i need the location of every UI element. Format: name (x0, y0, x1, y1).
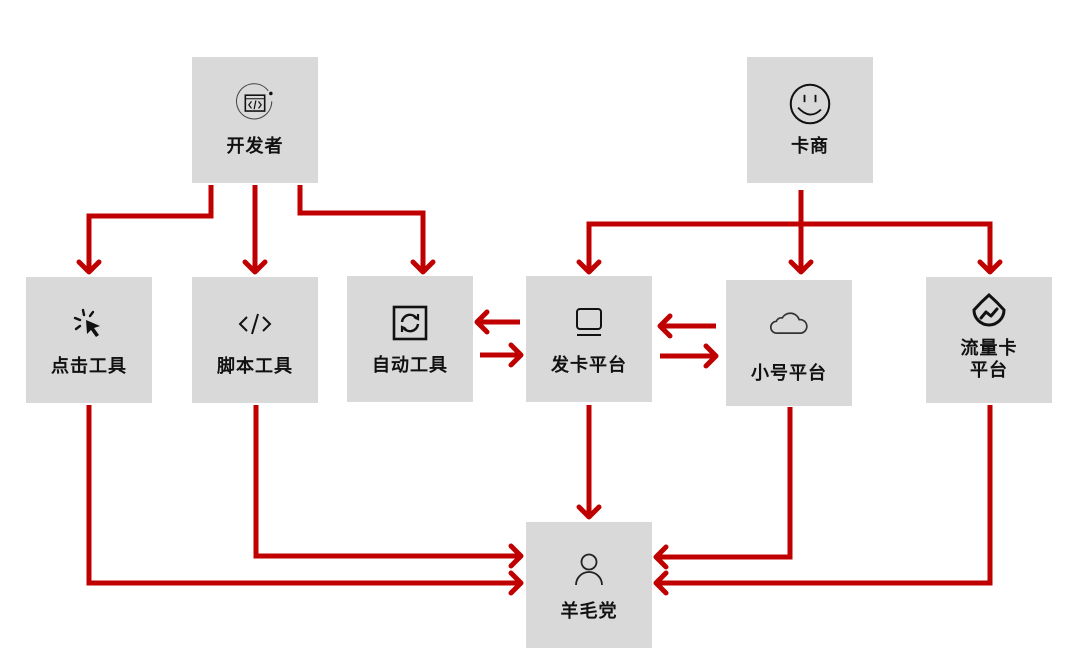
smiley-face-icon (788, 82, 832, 126)
node-label: 开发者 (226, 136, 284, 157)
node-label: 流量卡 平台 (961, 338, 1018, 382)
edge-developer-to-script-tool (242, 185, 268, 275)
node-auto-tool: 自动工具 (347, 276, 473, 402)
arrowhead-icon (576, 504, 602, 520)
arrowhead-icon (508, 570, 524, 596)
node-label: 发卡平台 (551, 355, 627, 376)
arrowhead-icon (576, 259, 602, 275)
edge-data-card-platform-to-wool-party (653, 405, 993, 596)
node-label-line: 流量卡 (960, 338, 1018, 359)
refresh-square-icon (388, 301, 432, 345)
node-developer: 开发者 (192, 57, 318, 183)
edge-developer-to-click-tool (76, 185, 214, 275)
edge-card-platform-to-wool-party (576, 405, 602, 520)
arrowhead-icon (474, 309, 490, 335)
code-brackets-icon (233, 302, 277, 346)
code-window-icon (233, 82, 277, 126)
edge-auto-tool-to-card-platform (480, 342, 524, 368)
node-card-platform: 发卡平台 (526, 276, 652, 402)
arrowhead-icon (788, 259, 814, 275)
node-label: 小号平台 (751, 363, 827, 384)
edge-line (253, 405, 521, 559)
node-script-tool: 脚本工具 (192, 277, 318, 403)
laptop-icon (567, 301, 611, 345)
node-data-card-platform: 流量卡 平台 (926, 277, 1052, 403)
node-account-platform: 小号平台 (726, 280, 852, 406)
edge-line (586, 221, 801, 272)
node-label: 点击工具 (51, 356, 127, 377)
arrowhead-icon (508, 342, 524, 368)
arrowhead-icon (703, 343, 719, 369)
user-icon (567, 547, 611, 591)
edge-merchant-to-data-card-platform (801, 221, 1003, 275)
node-label: 卡商 (791, 136, 829, 157)
node-label: 自动工具 (372, 355, 448, 376)
edge-click-tool-to-wool-party (86, 405, 524, 596)
arrowhead-icon (657, 313, 673, 339)
edge-account-platform-to-card-platform (657, 313, 716, 339)
edge-line (656, 407, 793, 560)
edge-card-platform-to-auto-tool (474, 309, 520, 335)
edge-line (801, 221, 993, 272)
edge-merchant-to-account-platform (788, 190, 814, 275)
arrowhead-icon (410, 259, 436, 275)
edge-developer-to-auto-tool (297, 185, 436, 275)
trend-drop-icon (967, 290, 1011, 334)
edge-line (656, 405, 993, 586)
node-label-line: 平台 (970, 360, 1008, 381)
edge-card-platform-to-account-platform (660, 343, 719, 369)
cursor-click-icon (67, 302, 111, 346)
edge-script-tool-to-wool-party (253, 405, 524, 569)
edge-line (86, 185, 214, 272)
node-card-merchant: 卡商 (747, 57, 873, 183)
node-label: 羊毛党 (560, 601, 618, 622)
edge-line (297, 185, 426, 272)
edge-line (86, 405, 521, 586)
arrowhead-icon (242, 259, 268, 275)
arrowhead-icon (653, 570, 669, 596)
edge-account-platform-to-wool-party (653, 407, 793, 570)
node-wool-party: 羊毛党 (526, 522, 652, 648)
edge-merchant-to-card-platform (576, 221, 801, 275)
arrowhead-icon (76, 259, 102, 275)
node-click-tool: 点击工具 (26, 277, 152, 403)
arrowhead-icon (508, 543, 524, 569)
node-label: 脚本工具 (217, 356, 293, 377)
cloud-icon (767, 301, 811, 345)
arrowhead-icon (653, 544, 669, 570)
arrowhead-icon (977, 259, 1003, 275)
